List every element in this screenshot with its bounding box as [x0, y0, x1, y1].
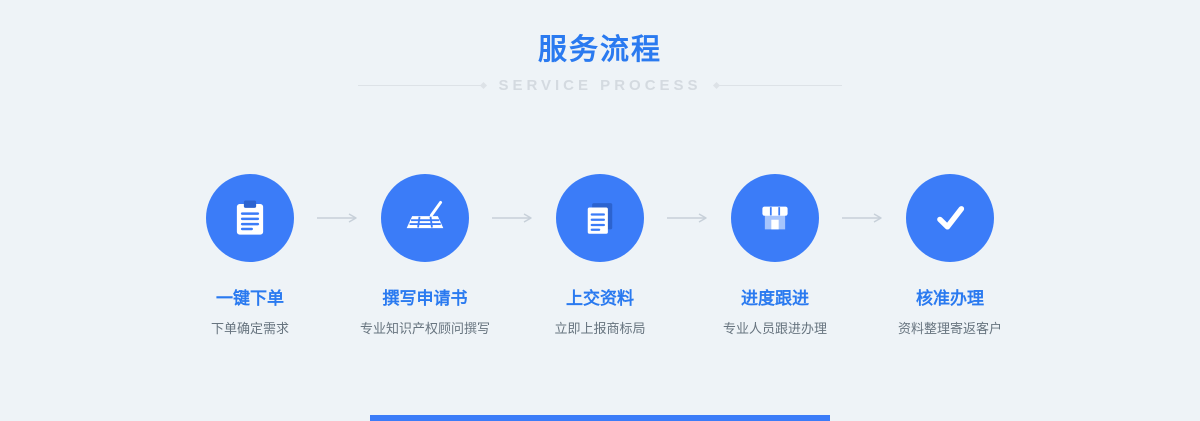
- clipboard-icon: [236, 200, 264, 235]
- step-icon-circle: [206, 174, 294, 262]
- section-title: 服务流程: [537, 34, 662, 66]
- step-item-3: 上交资料 立即上报商标局: [535, 174, 665, 337]
- arrow-right-icon: [665, 212, 710, 224]
- documents-icon: [587, 203, 613, 234]
- arrow-right-icon: [490, 212, 535, 224]
- step-label: 核准办理: [916, 289, 984, 308]
- section-subtitle-row: SERVICE PROCESS: [0, 77, 1200, 94]
- step-desc: 资料整理寄返客户: [897, 321, 1002, 336]
- step-label: 一键下单: [216, 289, 284, 308]
- step-icon-circle: [556, 174, 644, 262]
- storefront-icon: [762, 206, 788, 230]
- step-item-4: 进度跟进 专业人员跟进办理: [710, 174, 840, 337]
- step-icon-circle: [381, 174, 469, 262]
- step-item-1: 一键下单 下单确定需求: [185, 174, 315, 337]
- service-flow: 一键下单 下单确定需求: [0, 174, 1200, 337]
- step-label: 进度跟进: [741, 289, 809, 308]
- decorative-line-left: [358, 85, 485, 86]
- step-desc: 立即上报商标局: [554, 321, 646, 336]
- step-item-5: 核准办理 资料整理寄返客户: [885, 174, 1015, 337]
- arrow-right-icon: [315, 212, 360, 224]
- arrow-right-icon: [840, 212, 885, 224]
- section-header: 服务流程 SERVICE PROCESS: [0, 0, 1200, 94]
- next-section-top-edge: [370, 415, 830, 421]
- step-icon-circle: [906, 174, 994, 262]
- step-desc: 专业人员跟进办理: [722, 321, 827, 336]
- step-desc: 专业知识产权顾问撰写: [360, 321, 491, 336]
- step-icon-circle: [731, 174, 819, 262]
- section-subtitle: SERVICE PROCESS: [498, 77, 702, 94]
- step-label: 撰写申请书: [382, 289, 468, 308]
- keyboard-icon: [406, 200, 444, 229]
- step-desc: 下单确定需求: [210, 321, 289, 336]
- check-icon: [937, 206, 965, 230]
- step-label: 上交资料: [566, 289, 634, 308]
- decorative-line-right: [715, 85, 842, 86]
- step-item-2: 撰写申请书 专业知识产权顾问撰写: [360, 174, 490, 337]
